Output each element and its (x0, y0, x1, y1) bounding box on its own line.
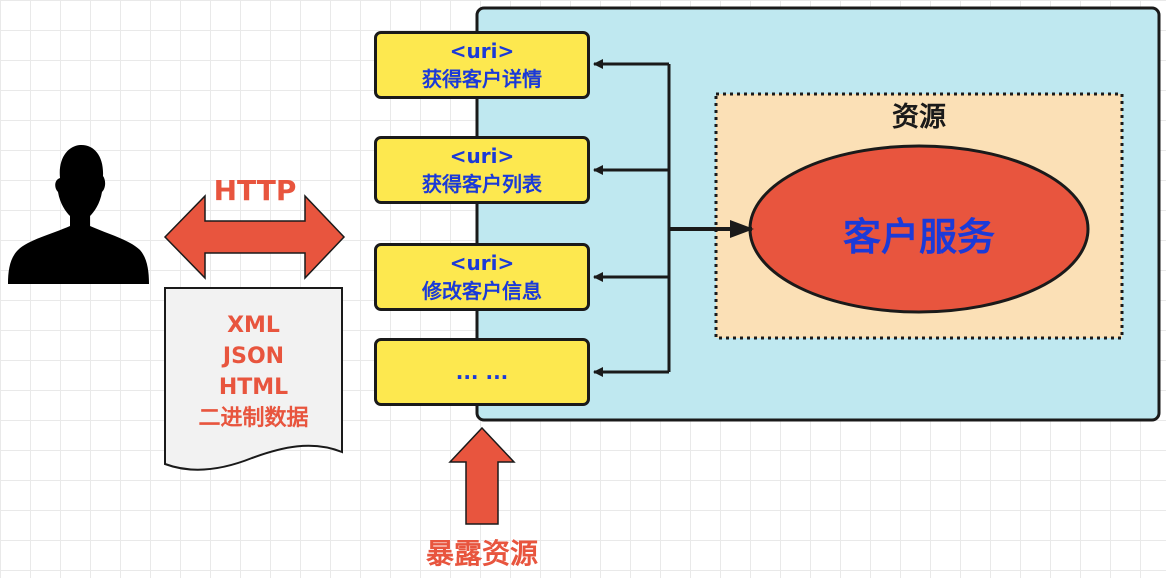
uri-box-modify-customer[interactable]: <uri> 修改客户信息 (374, 243, 590, 311)
http-double-arrow (163, 194, 346, 280)
uri-box-more[interactable]: ... ... (374, 338, 590, 406)
format-item: JSON (222, 344, 285, 369)
format-list: XML JSON HTML 二进制数据 (165, 310, 342, 434)
uri-box-customer-detail[interactable]: <uri> 获得客户详情 (374, 31, 590, 99)
uri-box-customer-list[interactable]: <uri> 获得客户列表 (374, 136, 590, 204)
uri-tag: <uri> (449, 39, 515, 63)
user-icon (8, 144, 149, 284)
format-item: XML (227, 313, 280, 338)
format-item: 二进制数据 (198, 406, 309, 431)
http-label: HTTP (213, 174, 297, 207)
uri-name: 获得客户列表 (422, 172, 542, 196)
uri-name: ... ... (455, 360, 509, 384)
format-item: HTML (218, 375, 289, 400)
service-label: 客户服务 (842, 215, 995, 259)
uri-name: 获得客户详情 (422, 67, 542, 91)
format-document (164, 287, 343, 471)
resource-label: 资源 (892, 102, 946, 133)
expose-label: 暴露资源 (425, 537, 538, 570)
uri-name: 修改客户信息 (422, 279, 542, 303)
connectors (593, 59, 754, 377)
expose-arrow (448, 426, 516, 525)
uri-tag: <uri> (449, 251, 515, 275)
uri-tag: <uri> (449, 144, 515, 168)
